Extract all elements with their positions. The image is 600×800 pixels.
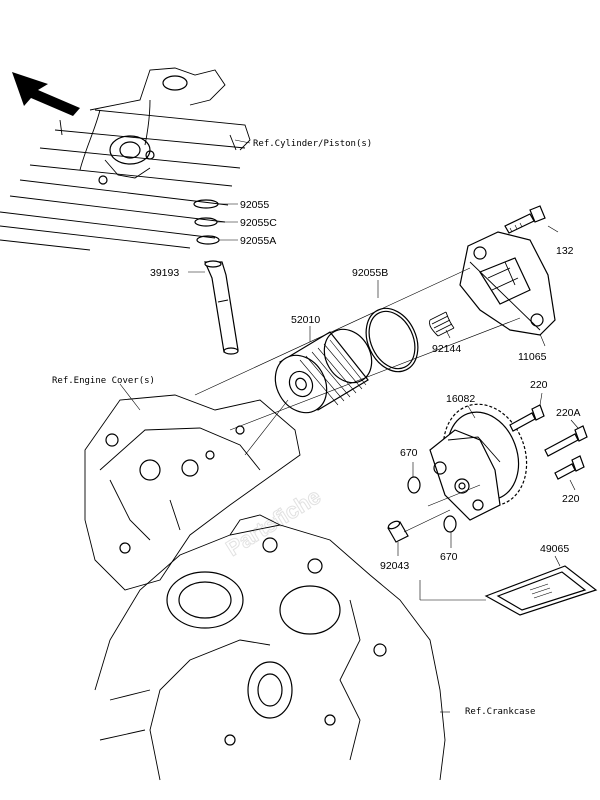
part-label-92043: 92043 — [380, 560, 409, 572]
filter-cover-11065 — [459, 231, 556, 336]
o-ring-670-bottom — [443, 515, 457, 533]
leader-lines — [119, 139, 579, 713]
cylinder-head — [0, 67, 251, 251]
watermark: Partsfiche — [222, 483, 325, 561]
part-label-670-left: 670 — [400, 447, 418, 459]
part-label-92055a: 92055A — [240, 235, 276, 247]
oil-pump-16082 — [429, 403, 528, 521]
strainer-49065 — [484, 565, 598, 616]
part-label-11065: 11065 — [518, 351, 547, 363]
bolt-132 — [504, 205, 546, 234]
oil-filter-52010 — [274, 328, 373, 414]
part-label-52010: 52010 — [291, 314, 320, 326]
part-label-39193: 39193 — [150, 267, 179, 279]
o-ring-92055b — [365, 307, 419, 373]
part-label-92055: 92055 — [240, 199, 269, 211]
part-label-92055b: 92055B — [352, 267, 388, 279]
bolt-220-bottom — [554, 455, 585, 480]
part-label-132: 132 — [556, 245, 574, 257]
oil-pipe-39193 — [204, 260, 239, 355]
bolt-220a — [544, 425, 588, 457]
engine-cover — [84, 394, 301, 591]
part-label-220-bottom: 220 — [562, 493, 580, 505]
part-label-670-bottom: 670 — [440, 551, 458, 563]
dowel-pin-92043 — [387, 520, 409, 543]
ref-label-engine-cover: Ref.Engine Cover(s) — [52, 376, 155, 386]
part-label-16082: 16082 — [446, 393, 475, 405]
o-ring-670-left — [407, 476, 421, 494]
spring-92144 — [429, 311, 455, 337]
ref-label-cylinder: Ref.Cylinder/Piston(s) — [253, 139, 372, 149]
o-ring-92055 — [193, 199, 219, 209]
part-label-220-top: 220 — [530, 379, 548, 391]
front-direction-arrow-icon — [12, 72, 80, 116]
o-ring-92055c — [194, 217, 218, 227]
bolt-220-top — [509, 404, 545, 432]
part-label-92055c: 92055C — [240, 217, 277, 229]
part-label-220a: 220A — [556, 407, 581, 419]
crankcase — [94, 514, 446, 781]
assembly-lines — [194, 267, 521, 601]
ref-label-crankcase: Ref.Crankcase — [465, 707, 535, 717]
part-label-92144: 92144 — [432, 343, 461, 355]
part-label-49065: 49065 — [540, 543, 569, 555]
